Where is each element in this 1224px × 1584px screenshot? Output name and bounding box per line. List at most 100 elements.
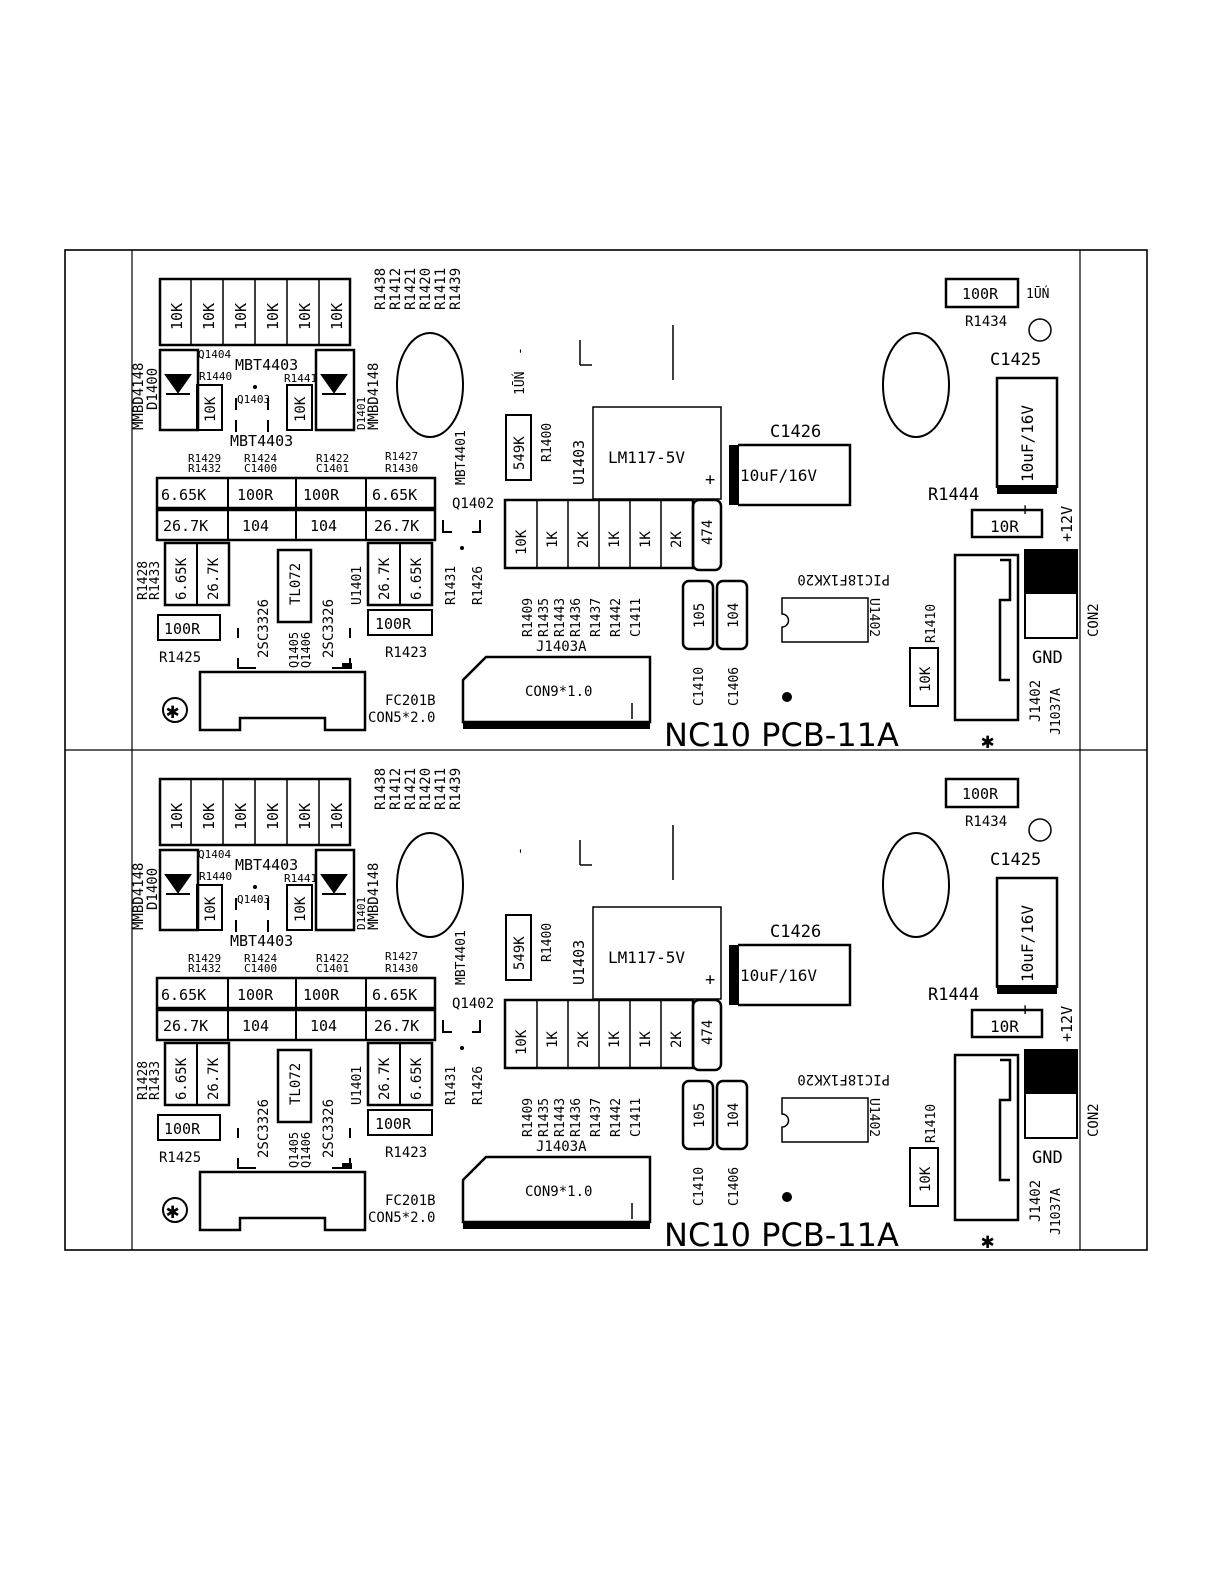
capacitor (691, 498, 723, 572)
polarity-mark: + (1020, 500, 1030, 520)
ref-label: Q1405 (287, 632, 301, 668)
pin1-marker (342, 663, 352, 669)
ref-label: C1425 (990, 350, 1041, 370)
part-label: MBT4401 (454, 930, 469, 985)
ref-label: R1442 (609, 1098, 624, 1137)
ic-outline (276, 548, 313, 624)
resistor-value: 10K (200, 803, 218, 830)
ref-label: J1402 (1028, 680, 1044, 722)
ref-label: R1424 (244, 452, 277, 465)
ref-label: C1406 (727, 667, 742, 706)
resistor-value: 1K (545, 531, 561, 548)
capacitor-value: 10uF/16V (1018, 405, 1037, 482)
resistor-value: 10K (293, 896, 309, 922)
pin1-dot (782, 1192, 792, 1202)
part-label: 2SC3326 (321, 1099, 337, 1158)
ref-label: R1441 (284, 372, 317, 385)
pin1-dot (460, 1046, 464, 1050)
transistor-outline (235, 898, 269, 932)
resistor (909, 1147, 939, 1207)
resistor-value: 2K (576, 531, 592, 548)
part-label: PIC18F1XK20 (797, 571, 890, 587)
connector-outline (953, 1053, 1020, 1222)
ref-label: R1443 (553, 598, 568, 637)
capacitor (681, 1079, 715, 1151)
ref-label: R1426 (471, 566, 486, 605)
connector-outline (953, 553, 1020, 722)
mounting-hole (396, 332, 464, 438)
transistor-outline (237, 1128, 351, 1169)
pin1-dot (253, 885, 257, 889)
ref-label: Q1405 (287, 1132, 301, 1168)
pin1-dot (253, 385, 257, 389)
board-title: NC10 PCB-11A (664, 716, 899, 754)
resistor-value: 549K (512, 436, 528, 470)
resistor-value: 10K (296, 303, 314, 330)
resistor-value: 26.7K (374, 517, 419, 535)
polarity-mark: + (705, 470, 715, 490)
ref-label: R1433 (148, 561, 163, 600)
ref-label: D1400 (145, 368, 161, 410)
resistor-value: 1K (638, 531, 654, 548)
ref-label: R1422 (316, 952, 349, 965)
ref-label: R1421 (403, 768, 419, 810)
ref-label: R1433 (148, 1061, 163, 1100)
diode-block-right (314, 348, 356, 432)
resistor-value: 10K (203, 396, 219, 422)
resistor-value: 549K (512, 936, 528, 970)
gnd-label: GND (1032, 648, 1063, 668)
part-label: LM117-5V (608, 448, 685, 467)
resistor-value: 1K (607, 531, 623, 548)
pin1-dot (782, 692, 792, 702)
resistor (196, 884, 223, 931)
ref-label: R1444 (928, 485, 979, 505)
ref-label: R1420 (418, 268, 434, 310)
ref-label: R1438 (373, 268, 389, 310)
part-label: CON9*1.0 (525, 1184, 592, 1200)
ref-label: R1442 (609, 598, 624, 637)
resistor-value: 10K (232, 303, 250, 330)
resistor-value: 6.65K (372, 986, 417, 1004)
resistor-value: 10K (200, 303, 218, 330)
ref-label: U1403 (570, 440, 588, 485)
capacitor-outline (738, 443, 852, 507)
resistor-value: 26.7K (377, 1057, 393, 1100)
resistor-value: 1K (607, 1031, 623, 1048)
ref-label: C1401 (316, 462, 349, 475)
resistor-value: 2K (576, 1031, 592, 1048)
mark-label: 1ŪŃ (512, 372, 528, 395)
resistor-value: 6.65K (174, 1057, 190, 1100)
ref-label: R1438 (373, 768, 389, 810)
capacitor-polarity-band (729, 445, 739, 505)
resistor (367, 609, 433, 636)
resistor-value: 26.7K (377, 557, 393, 600)
resistor-value: 104 (242, 517, 269, 535)
ref-label: R1429 (188, 952, 221, 965)
connector-edge (463, 722, 650, 729)
capacitor-value: 10uF/16V (740, 466, 817, 485)
part-label: TL072 (288, 1063, 304, 1105)
ref-label: R1440 (199, 370, 232, 383)
fiducial-icon (162, 697, 188, 723)
capacitor-outline (995, 876, 1059, 988)
capacitor-polarity-band (729, 945, 739, 1005)
capacitor-outline (738, 943, 852, 1007)
ref-label: Q1404 (198, 848, 231, 861)
resistor-value: 26.7K (163, 1017, 208, 1035)
resistor (944, 277, 1020, 309)
part-label: CON5*2.0 (368, 1210, 435, 1226)
ref-label: R1428 (136, 561, 151, 600)
ref-label: C1411 (629, 598, 644, 637)
ref-label: R1427 (385, 950, 418, 963)
ref-label: MMBD4148 (131, 363, 147, 430)
capacitor-value: 105 (692, 1103, 708, 1128)
ref-label: C1426 (770, 422, 821, 442)
ref-label: U1402 (866, 1098, 881, 1137)
ref-label: U1401 (350, 1066, 365, 1105)
ref-label: R1436 (569, 598, 584, 637)
part-label: TL072 (288, 563, 304, 605)
ref-label: R1409 (521, 598, 536, 637)
ref-label: U1403 (570, 940, 588, 985)
resistor-value: 100R (164, 620, 201, 638)
part-label: MBT4403 (230, 432, 293, 450)
